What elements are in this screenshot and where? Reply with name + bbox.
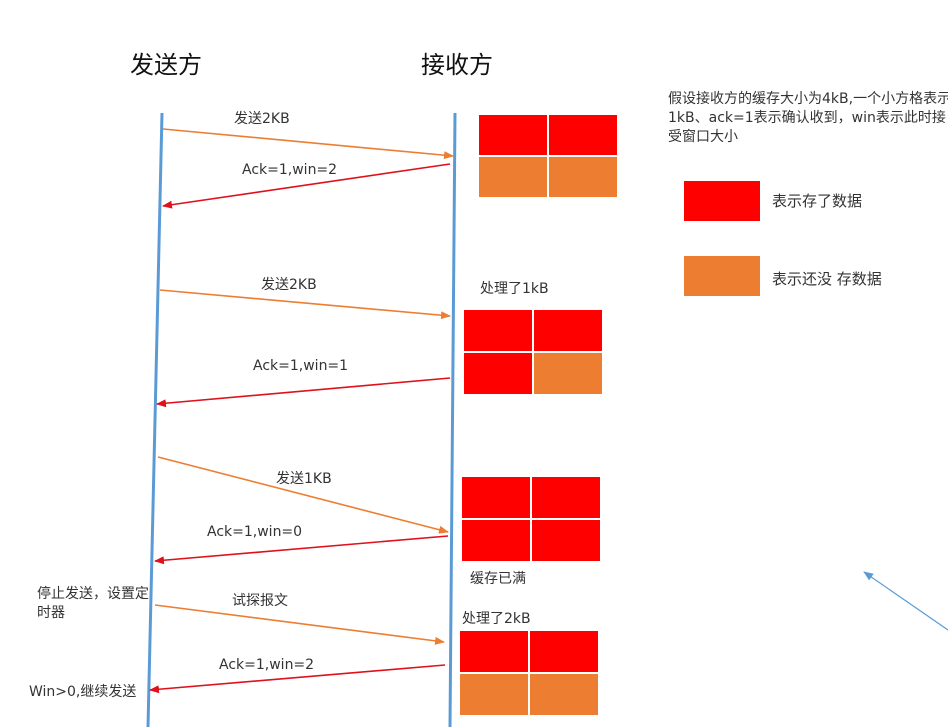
legend-empty-swatch: [684, 256, 760, 296]
sender-note-stop: 停止发送，设置定时器: [37, 586, 149, 621]
sender-note-resume: Win>0,继续发送: [29, 684, 137, 700]
buffer-3-cell-1: [461, 476, 531, 519]
buffer-1-cell-4: [548, 156, 618, 198]
send-arrow-1: [162, 128, 454, 160]
send-arrow-2: [159, 289, 451, 320]
send-label-1: 发送2KB: [234, 111, 290, 127]
sender-lifeline: [146, 112, 164, 727]
assumption-note: 假设接收方的缓存大小为4kB,一个小方格表示1kB、ack=1表示确认收到，wi…: [668, 91, 948, 145]
ack-label-4: Ack=1,win=2: [219, 657, 315, 673]
receiver-title: 接收方: [421, 51, 493, 79]
buffer-2-cell-4: [533, 352, 603, 395]
buffer-4-cell-3: [459, 673, 529, 716]
ack-arrow-1: [162, 163, 451, 209]
buffer-3: [461, 476, 601, 562]
buffer-1-cell-3: [478, 156, 548, 198]
send-label-3: 发送1KB: [276, 471, 332, 487]
ack-label-1: Ack=1,win=2: [242, 162, 338, 178]
receiver-lifeline: [448, 112, 457, 727]
send-label-4: 试探报文: [232, 593, 288, 609]
buffer-2-cell-3: [463, 352, 533, 395]
cropped-pointer-arrow: [863, 571, 948, 631]
legend-filled-label: 表示存了数据: [772, 192, 863, 210]
send-label-2: 发送2KB: [261, 277, 317, 293]
receiver-note-processed-1: 处理了1kB: [480, 281, 549, 297]
buffer-2: [463, 309, 603, 395]
buffer-2-cell-2: [533, 309, 603, 352]
buffer-2-cell-1: [463, 309, 533, 352]
send-arrow-3: [157, 456, 449, 534]
buffer-4-cell-2: [529, 630, 599, 673]
legend-empty-label: 表示还没 存数据: [772, 270, 882, 288]
buffer-3-cell-3: [461, 519, 531, 562]
buffer-4-cell-4: [529, 673, 599, 716]
buffer-3-cell-2: [531, 476, 601, 519]
buffer-1: [478, 114, 618, 198]
sender-title: 发送方: [130, 51, 202, 79]
ack-arrow-4: [149, 664, 446, 694]
buffer-3-cell-4: [531, 519, 601, 562]
buffer-1-cell-1: [478, 114, 548, 156]
ack-label-2: Ack=1,win=1: [253, 358, 349, 374]
receiver-note-buffer-full: 缓存已满: [470, 571, 526, 587]
ack-label-3: Ack=1,win=0: [207, 524, 303, 540]
legend-filled-swatch: [684, 181, 760, 221]
buffer-4-cell-1: [459, 630, 529, 673]
buffer-1-cell-2: [548, 114, 618, 156]
ack-arrow-2: [156, 377, 451, 408]
ack-arrow-3: [154, 535, 449, 565]
receiver-note-processed-2: 处理了2kB: [462, 611, 531, 627]
buffer-4: [459, 630, 599, 716]
send-arrow-4: [154, 604, 445, 645]
